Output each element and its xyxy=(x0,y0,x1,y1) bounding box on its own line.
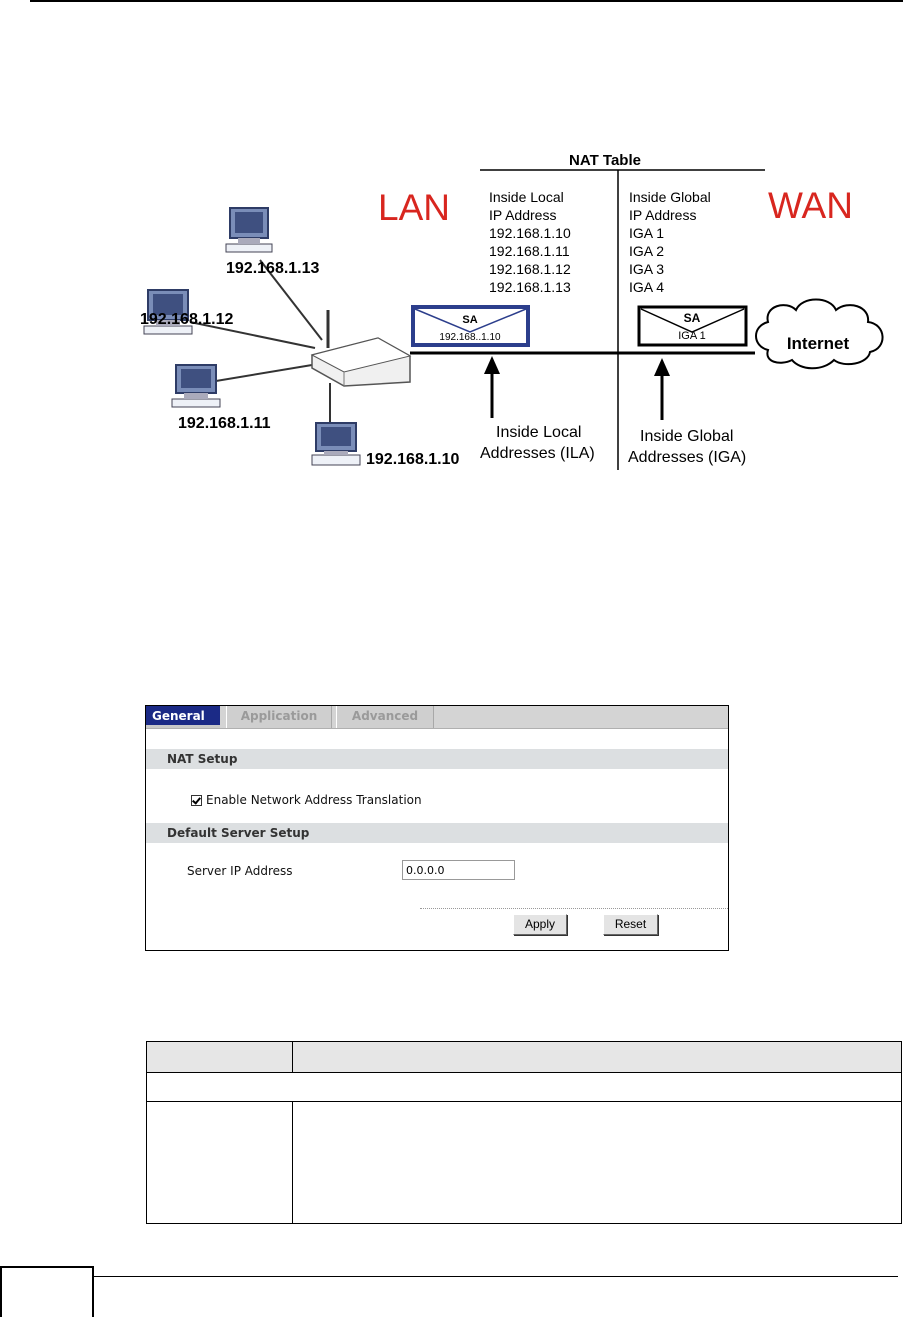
table-column-divider xyxy=(292,1042,293,1072)
table-header-row xyxy=(147,1042,901,1073)
table-column-divider xyxy=(292,1102,293,1224)
button-separator xyxy=(420,908,728,909)
iga-header-2: IP Address xyxy=(629,207,696,223)
iga-header-1: Inside Global xyxy=(629,189,711,205)
nat-general-screen: General Application Advanced NAT Setup E… xyxy=(145,705,729,951)
arrow-up-icon xyxy=(484,356,500,418)
packet-address: IGA 1 xyxy=(678,330,706,342)
iga-entry: IGA 2 xyxy=(629,243,664,259)
server-ip-input[interactable] xyxy=(402,860,515,880)
ila-entry: 192.168.1.13 xyxy=(489,279,571,295)
packet-address: 192.168..1.10 xyxy=(439,332,501,343)
description-table xyxy=(146,1041,902,1224)
host-ip-label: 192.168.1.11 xyxy=(178,415,271,432)
server-ip-label: Server IP Address xyxy=(187,864,293,878)
nat-setup-header: NAT Setup xyxy=(146,749,728,769)
tab-bar: General Application Advanced xyxy=(146,706,728,729)
tab-advanced[interactable]: Advanced xyxy=(336,706,434,728)
ila-caption: Addresses (ILA) xyxy=(480,445,595,462)
envelope-icon xyxy=(637,305,748,347)
page-number-box xyxy=(0,1266,94,1317)
computer-icon xyxy=(171,364,221,408)
nat-table-title: NAT Table xyxy=(569,152,641,169)
computer-icon xyxy=(143,289,193,335)
apply-button[interactable]: Apply xyxy=(513,914,567,935)
cloud-icon xyxy=(755,298,884,370)
ila-entry: 192.168.1.11 xyxy=(489,243,570,259)
default-server-header: Default Server Setup xyxy=(146,823,728,843)
nat-diagram: NAT Table LAN WAN Inside Local IP Addres… xyxy=(140,150,903,470)
ila-header-1: Inside Local xyxy=(489,189,564,205)
enable-nat-row: Enable Network Address Translation xyxy=(191,792,422,808)
arrow-up-icon xyxy=(654,358,670,420)
host-ip-label: 192.168.1.12 xyxy=(140,311,234,328)
iga-entry: IGA 4 xyxy=(629,279,664,295)
table-section-row xyxy=(147,1073,901,1102)
ila-caption: Inside Local xyxy=(496,424,581,441)
enable-nat-checkbox[interactable] xyxy=(191,794,202,806)
router-icon xyxy=(310,310,412,387)
reset-button[interactable]: Reset xyxy=(603,914,658,935)
tab-application[interactable]: Application xyxy=(226,706,332,728)
computer-icon xyxy=(311,422,361,466)
ila-entry: 192.168.1.12 xyxy=(489,261,571,277)
internet-label: Internet xyxy=(787,334,850,353)
host-ip-label: 192.168.1.13 xyxy=(226,260,320,277)
ila-entry: 192.168.1.10 xyxy=(489,225,571,241)
host-ip-label: 192.168.1.10 xyxy=(366,451,460,468)
iga-caption: Inside Global xyxy=(640,428,733,445)
enable-nat-label: Enable Network Address Translation xyxy=(206,793,422,807)
iga-caption: Addresses (IGA) xyxy=(628,449,746,466)
iga-entry: IGA 3 xyxy=(629,261,664,277)
ila-header-2: IP Address xyxy=(489,207,556,223)
iga-entry: IGA 1 xyxy=(629,225,664,241)
computer-icon xyxy=(225,207,273,253)
header-rule xyxy=(30,0,903,2)
lan-label: LAN xyxy=(378,187,450,228)
wan-label: WAN xyxy=(768,185,853,226)
tab-general[interactable]: General xyxy=(146,706,220,728)
packet-sa-label: SA xyxy=(684,311,701,325)
envelope-icon xyxy=(411,305,530,347)
footer-rule xyxy=(94,1276,898,1277)
packet-sa-label: SA xyxy=(462,314,477,326)
